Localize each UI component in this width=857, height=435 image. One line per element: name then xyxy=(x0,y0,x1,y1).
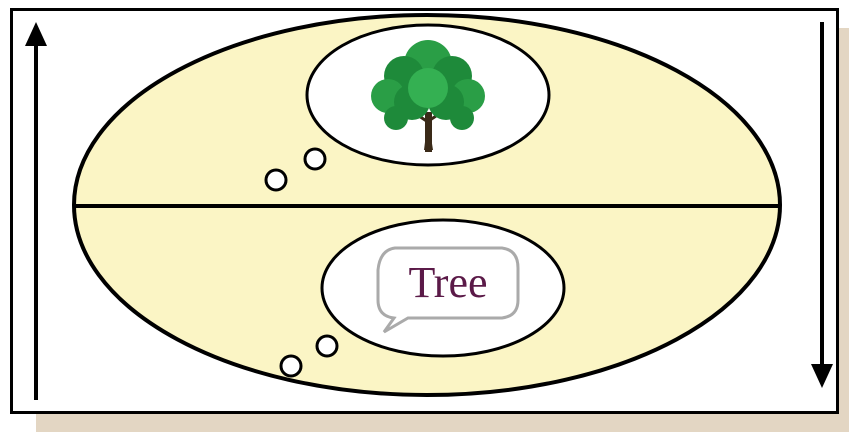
speech-bubble-text: Tree xyxy=(408,258,487,307)
arrow-up-icon xyxy=(25,22,47,400)
arrow-down-icon xyxy=(811,22,833,388)
